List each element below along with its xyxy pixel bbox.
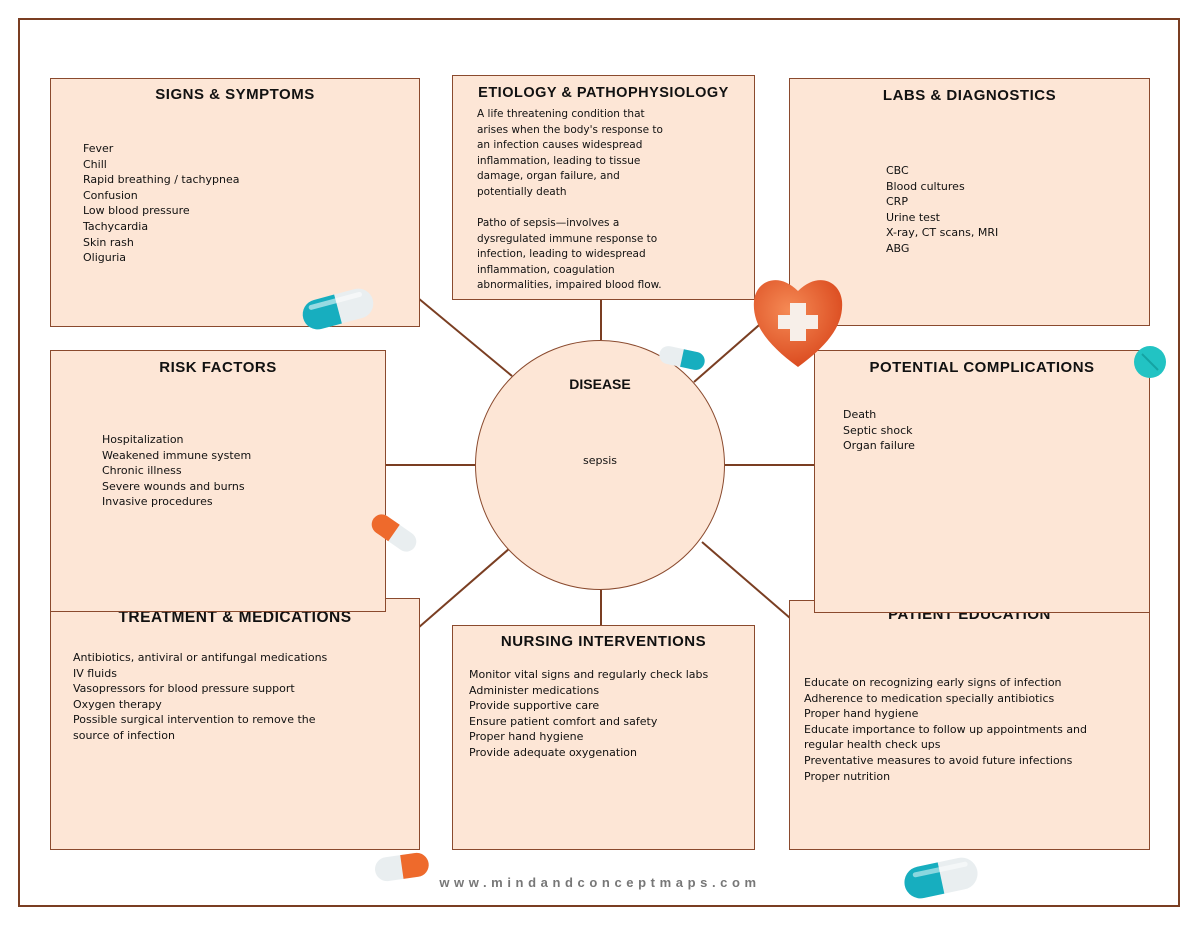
risk-factors-title: RISK FACTORS — [159, 359, 277, 376]
etiology-title: ETIOLOGY & PATHOPHYSIOLOGY — [478, 85, 729, 101]
disease-title: DISEASE — [569, 376, 631, 392]
text-line: potentially death — [477, 185, 567, 198]
connector-signs — [417, 297, 513, 377]
list-item: regular health check ups — [804, 738, 941, 752]
list-item: Proper hand hygiene — [469, 730, 584, 744]
list-item: Rapid breathing / tachypnea — [83, 173, 240, 187]
page-frame — [18, 18, 1180, 907]
treatment-box: TREATMENT & MEDICATIONS Antibiotics, ant… — [50, 598, 420, 850]
text-line: infection, leading to widespread — [477, 248, 646, 261]
labs-title: LABS & DIAGNOSTICS — [882, 87, 1057, 104]
list-item: X-ray, CT scans, MRI — [886, 226, 999, 240]
list-item: Preventative measures to avoid future in… — [804, 753, 1073, 767]
risk-factors-list: Hospitalization Weakened immune system C… — [102, 432, 251, 510]
treatment-list: Antibiotics, antiviral or antifungal med… — [73, 650, 327, 744]
nursing-title: NURSING INTERVENTIONS — [500, 633, 707, 650]
list-item: Possible surgical intervention to remove… — [73, 713, 316, 727]
list-item: Confusion — [83, 188, 138, 202]
etiology-paragraph-2: Patho of sepsis—involves a dysregulated … — [477, 216, 662, 294]
list-item: Weakened immune system — [102, 448, 252, 462]
text-line: an infection causes widespread — [477, 139, 643, 152]
nursing-list: Monitor vital signs and regularly check … — [469, 667, 708, 761]
list-item: Monitor vital signs and regularly check … — [469, 668, 709, 681]
labs-box: LABS & DIAGNOSTICS CBC Blood cultures CR… — [789, 78, 1150, 326]
list-item: Proper nutrition — [804, 769, 891, 783]
list-item: ABG — [886, 241, 910, 255]
signs-symptoms-box: SIGNS & SYMPTOMS Fever Chill Rapid breat… — [50, 78, 420, 327]
pill-icon — [371, 514, 417, 552]
pill-icon — [302, 288, 374, 330]
list-item: Adherence to medication specially antibi… — [804, 691, 1055, 705]
list-item: Oxygen therapy — [73, 697, 162, 711]
list-item: Blood cultures — [886, 179, 965, 193]
text-line: Patho of sepsis—involves a — [477, 217, 620, 229]
list-item: source of infection — [73, 728, 175, 742]
list-item: Antibiotics, antiviral or antifungal med… — [73, 651, 328, 664]
treatment-title: TREATMENT & MEDICATIONS — [118, 609, 352, 626]
list-item: Proper hand hygiene — [804, 707, 919, 721]
list-item: Death — [843, 408, 877, 421]
list-item: Educate on recognizing early signs of in… — [804, 676, 1062, 689]
etiology-paragraph-1: A life threatening condition that arises… — [477, 107, 663, 201]
list-item: Provide supportive care — [469, 699, 600, 713]
tablet-icon — [1134, 346, 1166, 378]
list-item: Chill — [83, 157, 107, 171]
list-item: Fever — [83, 142, 114, 155]
signs-symptoms-list: Fever Chill Rapid breathing / tachypnea … — [83, 141, 239, 266]
list-item: IV fluids — [73, 666, 117, 680]
list-item: Invasive procedures — [102, 495, 213, 509]
nursing-box: NURSING INTERVENTIONS Monitor vital sign… — [452, 625, 755, 850]
text-line: damage, organ failure, and — [477, 170, 620, 183]
pill-icon — [375, 852, 429, 882]
text-line: abnormalities, impaired blood flow. — [477, 279, 662, 292]
list-item: Chronic illness — [102, 464, 182, 478]
education-list: Educate on recognizing early signs of in… — [804, 675, 1087, 784]
list-item: Organ failure — [843, 439, 915, 453]
list-item: Tachycardia — [83, 219, 149, 233]
complications-list: Death Septic shock Organ failure — [843, 407, 915, 454]
disease-center-node: DISEASE sepsis — [475, 340, 725, 590]
disease-name: sepsis — [583, 454, 617, 467]
pill-icon — [904, 857, 978, 899]
list-item: Administer medications — [469, 683, 600, 697]
heart-medical-icon — [753, 280, 843, 367]
list-item: Educate importance to follow up appointm… — [804, 722, 1088, 736]
list-item: Septic shock — [843, 423, 913, 437]
text-line: A life threatening condition that — [477, 108, 645, 120]
text-line: dysregulated immune response to — [477, 232, 658, 245]
connector-treatment — [417, 547, 511, 629]
complications-title: POTENTIAL COMPLICATIONS — [869, 359, 1095, 376]
connector-education — [701, 541, 791, 619]
text-line: inflammation, coagulation — [477, 263, 615, 276]
list-item: Urine test — [886, 210, 940, 224]
list-item: Vasopressors for blood pressure support — [73, 682, 295, 696]
pill-icon — [659, 346, 705, 370]
list-item: Hospitalization — [102, 433, 184, 446]
risk-factors-box: RISK FACTORS Hospitalization Weakened im… — [50, 350, 386, 612]
list-item: Provide adequate oxygenation — [469, 745, 637, 759]
list-item: Low blood pressure — [83, 204, 190, 218]
list-item: CRP — [886, 195, 908, 209]
complications-box: POTENTIAL COMPLICATIONS Death Septic sho… — [814, 350, 1150, 613]
etiology-box: ETIOLOGY & PATHOPHYSIOLOGY A life threat… — [452, 75, 755, 300]
list-item: Ensure patient comfort and safety — [469, 714, 658, 728]
list-item: Oliguria — [83, 251, 127, 265]
education-box: PATIENT EDUCATION Educate on recognizing… — [789, 600, 1150, 850]
list-item: Skin rash — [83, 235, 134, 249]
text-line: arises when the body's response to — [477, 123, 663, 136]
text-line: inflammation, leading to tissue — [477, 154, 641, 167]
list-item: CBC — [886, 164, 909, 177]
list-item: Severe wounds and burns — [102, 479, 245, 493]
labs-list: CBC Blood cultures CRP Urine test X-ray,… — [886, 163, 998, 257]
signs-symptoms-title: SIGNS & SYMPTOMS — [155, 86, 315, 103]
website-footer: www.mindandconceptmaps.com — [439, 875, 761, 890]
